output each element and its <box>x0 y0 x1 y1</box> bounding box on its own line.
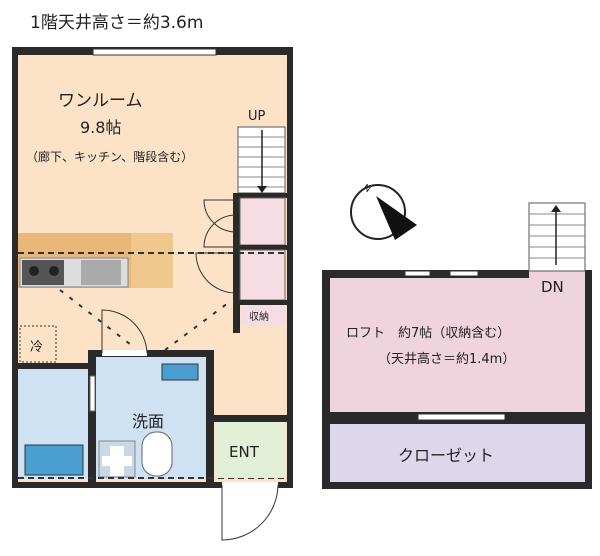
closet-label: クローゼット <box>398 446 495 465</box>
storage-box <box>241 305 285 326</box>
closet-doors <box>195 199 237 294</box>
stairs-down <box>528 202 586 278</box>
stairs-up <box>237 126 286 194</box>
room-size: 9.8帖 <box>80 118 122 137</box>
toilet <box>141 431 173 477</box>
wash-basin <box>161 363 199 381</box>
bathtub <box>24 444 84 476</box>
entrance-label: ENT <box>229 443 259 461</box>
room-note: （廊下、キッチン、階段含む） <box>26 150 194 164</box>
closet-1 <box>239 197 286 246</box>
closet-2 <box>239 249 286 301</box>
loft-label: ロフト 約7帖（収納含む） <box>346 326 511 341</box>
storage-label: 収納 <box>249 312 269 323</box>
partition-wall <box>233 193 240 333</box>
fridge-label: 冷 <box>30 340 44 355</box>
room-name: ワンルーム <box>58 91 143 111</box>
entrance <box>216 422 285 478</box>
loft-ceiling-note: （天井高さ＝約1.4m） <box>378 352 516 367</box>
loft-area <box>330 278 585 412</box>
closet-area <box>330 424 585 482</box>
sink <box>81 260 121 285</box>
compass-icon <box>350 184 417 240</box>
washroom-label: 洗面 <box>132 412 165 431</box>
stairs-down-label: DN <box>541 278 564 296</box>
window <box>92 48 217 56</box>
washroom-door <box>101 309 148 354</box>
fridge-space <box>19 325 57 363</box>
page-title: 1階天井高さ＝約3.6m <box>30 13 204 33</box>
stairs-up-label: UP <box>248 109 266 124</box>
entrance-door <box>221 484 279 541</box>
